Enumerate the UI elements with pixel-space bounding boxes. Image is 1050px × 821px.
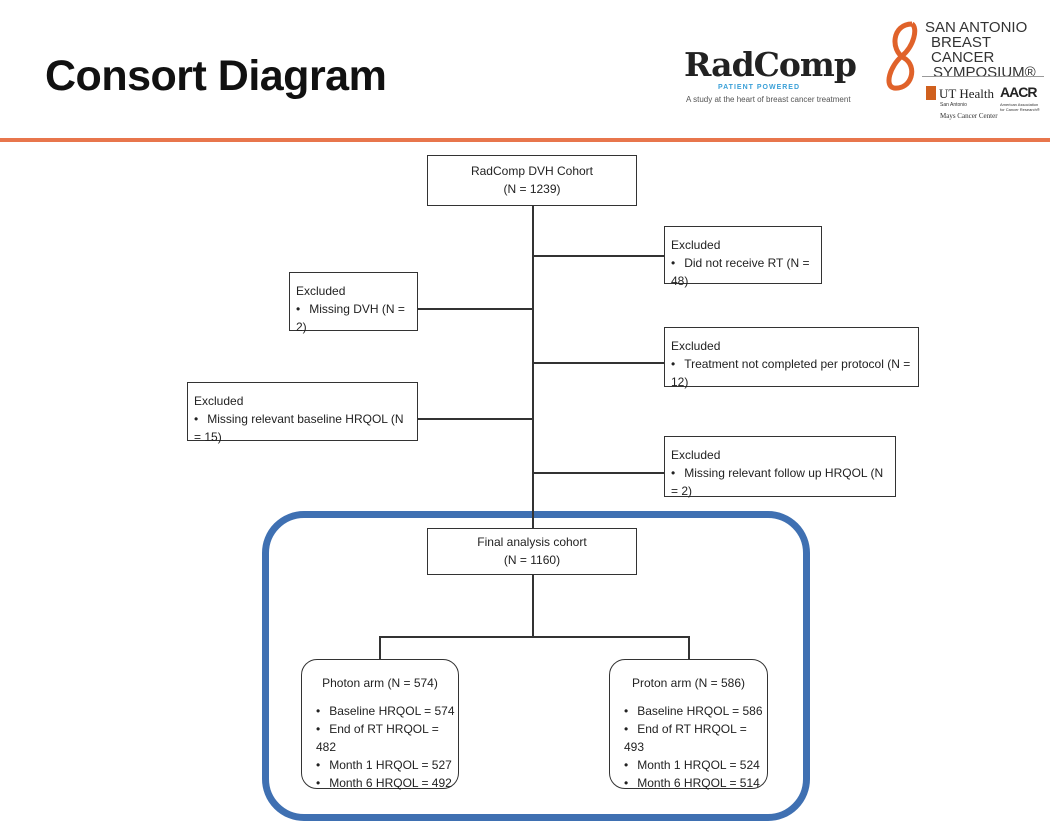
sabcs-name: SAN ANTONIO BREAST CANCER SYMPOSIUM® (925, 20, 1050, 80)
arm-item: End of RT HRQOL = 493 (624, 720, 767, 756)
final-cohort-name: Final analysis cohort (477, 535, 587, 549)
arm-title: Photon arm (N = 574) (322, 676, 438, 690)
main-connector (532, 206, 534, 528)
exclusion-reason: Treatment not completed per protocol (N … (671, 355, 912, 391)
radcomp-logo-sub: PATIENT POWERED (718, 84, 801, 91)
arm-item: Month 6 HRQOL = 492 (316, 774, 458, 792)
connector (532, 362, 664, 364)
sabcs-line3: SYMPOSIUM® (933, 64, 1036, 81)
proton-arm-box: Proton arm (N = 586) Baseline HRQOL = 58… (609, 659, 768, 792)
arm-item: Month 1 HRQOL = 527 (316, 756, 458, 774)
radcomp-logo-name: RadComp (684, 45, 857, 84)
arm-item: Baseline HRQOL = 586 (624, 702, 767, 720)
arm-item: Month 6 HRQOL = 514 (624, 774, 767, 792)
aacr-name: AACR (1000, 84, 1037, 100)
photon-arm-box: Photon arm (N = 574) Baseline HRQOL = 57… (301, 659, 459, 792)
ut-star-icon (926, 86, 936, 100)
connector (379, 636, 381, 659)
ut-sub2: Mays Cancer Center (940, 112, 998, 120)
cohort-count: (N = 1239) (503, 182, 561, 196)
arm-item: Baseline HRQOL = 574 (316, 702, 458, 720)
aacr-sub: American Association for Cancer Research… (1000, 102, 1040, 112)
arm-item: End of RT HRQOL = 482 (316, 720, 458, 756)
sabcs-line2: BREAST CANCER (931, 34, 995, 66)
ut-sub: San Antonio (940, 102, 967, 108)
cohort-box: RadComp DVH Cohort (N = 1239) (427, 155, 637, 206)
exclusion-box: Excluded Treatment not completed per pro… (664, 327, 919, 389)
exclusion-label: Excluded (194, 394, 244, 408)
sabcs-divider (922, 76, 1044, 77)
connector (532, 255, 664, 257)
exclusion-label: Excluded (671, 448, 721, 462)
connector (532, 575, 534, 636)
exclusion-reason: Missing DVH (N = 2) (296, 300, 411, 336)
exclusion-box: Excluded Did not receive RT (N = 48) (664, 226, 822, 288)
header-divider (0, 138, 1050, 142)
slide-title: Consort Diagram (45, 52, 387, 100)
connector (688, 636, 690, 659)
arm-item: Month 1 HRQOL = 524 (624, 756, 767, 774)
final-cohort-box: Final analysis cohort (N = 1160) (427, 528, 637, 575)
arm-title: Proton arm (N = 586) (631, 676, 746, 690)
sabcs-line1: SAN ANTONIO (925, 19, 1028, 36)
exclusion-label: Excluded (671, 339, 721, 353)
ut-health-name: UT Health (939, 86, 994, 101)
cohort-name: RadComp DVH Cohort (470, 164, 594, 178)
exclusion-label: Excluded (671, 238, 721, 252)
exclusion-label: Excluded (296, 284, 346, 298)
final-cohort-count: (N = 1160) (503, 553, 561, 567)
exclusion-box: Excluded Missing relevant baseline HRQOL… (187, 382, 418, 444)
connector (418, 308, 532, 310)
exclusion-reason: Did not receive RT (N = 48) (671, 254, 815, 290)
connector (532, 472, 664, 474)
connector (379, 636, 689, 638)
sabcs-ribbon-icon (886, 21, 918, 91)
connector (418, 418, 532, 420)
exclusion-reason: Missing relevant follow up HRQOL (N = 2) (671, 464, 889, 500)
exclusion-box: Excluded Missing relevant follow up HRQO… (664, 436, 896, 500)
radcomp-tagline: A study at the heart of breast cancer tr… (686, 95, 851, 104)
exclusion-box: Excluded Missing DVH (N = 2) (289, 272, 418, 334)
exclusion-reason: Missing relevant baseline HRQOL (N = 15) (194, 410, 411, 446)
